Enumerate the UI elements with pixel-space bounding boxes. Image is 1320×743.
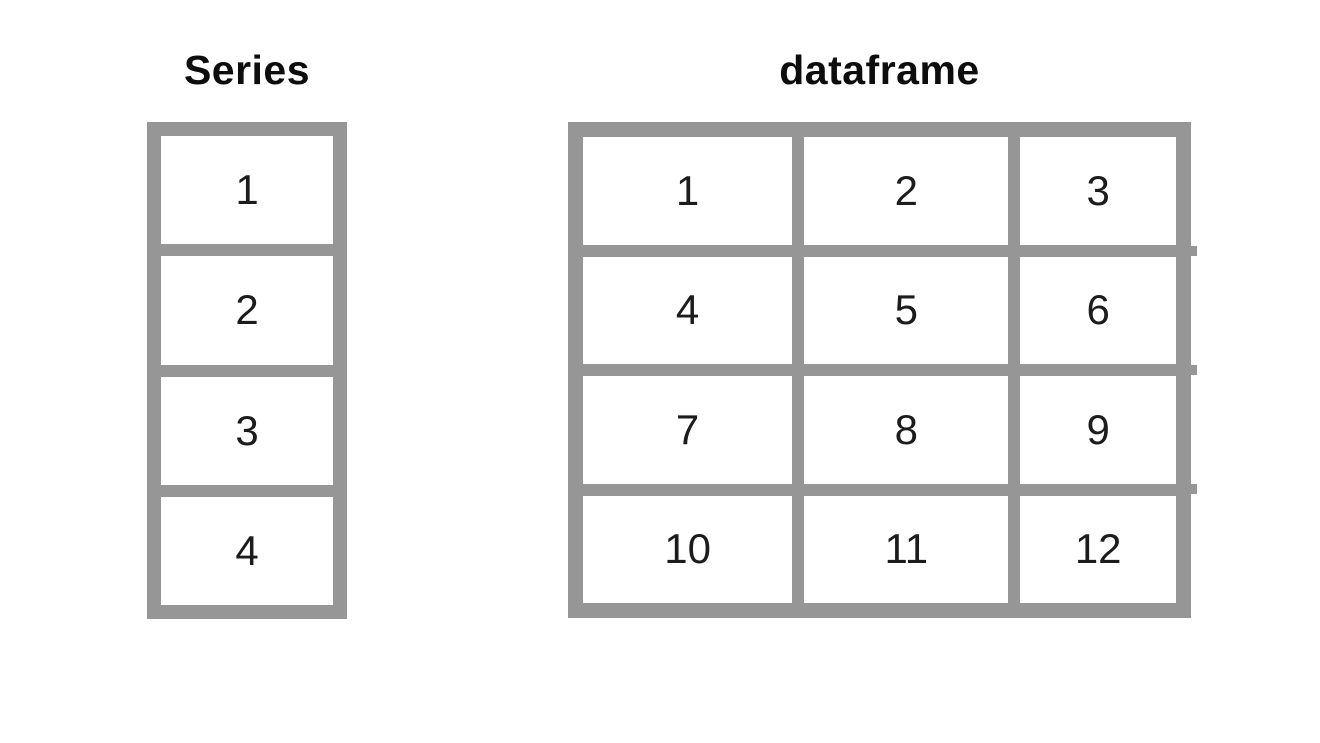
dataframe-cell-r0c2: 3 <box>1020 137 1176 245</box>
divider-nub <box>1189 484 1197 494</box>
dataframe-cell-r2c1: 8 <box>804 376 1009 484</box>
dataframe-cell-r1c2: 6 <box>1020 256 1176 364</box>
dataframe-cell-r3c0: 10 <box>583 495 793 603</box>
dataframe-title: dataframe <box>779 47 980 93</box>
dataframe-cell-r1c0: 4 <box>583 256 793 364</box>
dataframe-table: 1 2 3 4 5 6 7 8 9 10 11 12 <box>568 122 1191 618</box>
dataframe-cell-r2c0: 7 <box>583 376 793 484</box>
dataframe-cell-r1c1: 5 <box>804 256 1009 364</box>
series-title: Series <box>183 47 311 93</box>
dataframe-cell-r0c1: 2 <box>804 137 1009 245</box>
series-cell-1: 2 <box>161 256 333 365</box>
dataframe-cell-r3c1: 11 <box>804 495 1009 603</box>
series-cell-0: 1 <box>161 136 333 245</box>
divider-nub <box>1189 246 1197 256</box>
dataframe-cell-r2c2: 9 <box>1020 376 1176 484</box>
dataframe-cell-r3c2: 12 <box>1020 495 1176 603</box>
divider-nub <box>1189 365 1197 375</box>
series-table: 1 2 3 4 <box>147 122 347 619</box>
series-cell-3: 4 <box>161 496 333 605</box>
series-cell-2: 3 <box>161 376 333 485</box>
dataframe-cell-r0c0: 1 <box>583 137 793 245</box>
